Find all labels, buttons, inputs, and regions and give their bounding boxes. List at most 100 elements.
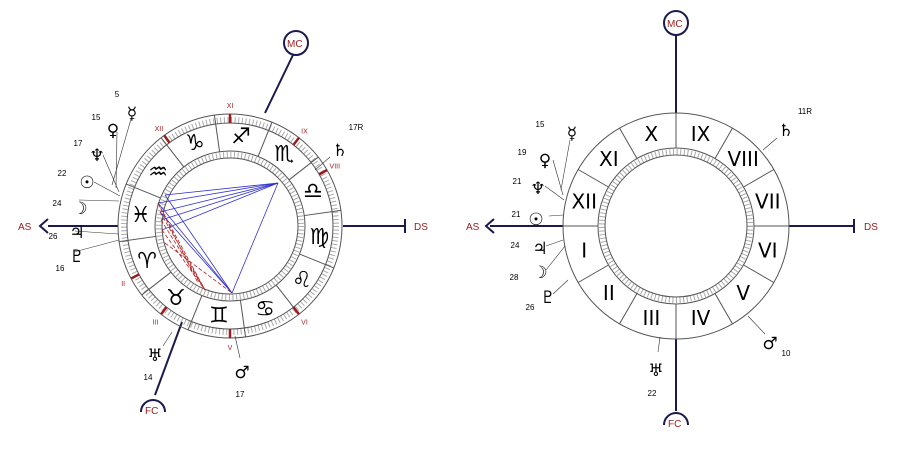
sign-divider	[187, 295, 203, 331]
sagittarius-icon: ♐	[231, 125, 251, 150]
venus-degree: 15	[92, 113, 101, 122]
aspect-line	[164, 242, 233, 294]
neptune-degree: 21	[513, 177, 522, 186]
aspect-line	[161, 229, 206, 291]
sign-divider	[299, 253, 335, 269]
house-cusp-marker	[292, 306, 300, 316]
sign-divider	[213, 115, 221, 152]
leader-line	[544, 185, 565, 201]
aspect-line	[157, 202, 199, 284]
leader-line	[552, 159, 564, 196]
leader-line	[314, 156, 331, 171]
virgo-icon: ♍	[309, 225, 329, 250]
venus-icon: ♀	[107, 121, 119, 141]
house-numeral: XI	[599, 147, 619, 171]
saturn-icon: ♄	[332, 141, 347, 161]
saturn-icon: ♄	[778, 121, 793, 141]
leo-icon: ♌	[292, 268, 312, 293]
house-numeral: XII	[571, 189, 597, 213]
saturn-degree: 17R	[349, 123, 364, 132]
aspect-line	[164, 194, 233, 294]
inner-tick-band	[156, 152, 304, 300]
house-dividers	[563, 113, 789, 339]
leader-line	[762, 137, 778, 151]
jupiter-icon: ♃	[532, 239, 547, 259]
sun-icon: ☉	[79, 173, 94, 193]
leader-line	[552, 279, 569, 295]
imum-coeli-axis-line	[154, 321, 183, 396]
house-numeral: V	[736, 281, 750, 305]
leader-line	[545, 239, 564, 247]
imum-coeli-arc-icon	[140, 399, 166, 413]
pluto-degree: 16	[56, 264, 65, 273]
sign-divider	[288, 156, 319, 181]
house-numeral: VII	[755, 189, 780, 213]
descendant-label: DS	[864, 222, 878, 233]
libra-icon: ♎	[303, 179, 323, 204]
inner-ring-inner	[161, 157, 299, 295]
mercury-icon: ☿	[567, 124, 577, 144]
neptune-icon: ♆	[530, 179, 545, 199]
aspect-line	[159, 211, 233, 294]
taurus-icon: ♉	[166, 286, 186, 311]
leader-line	[102, 154, 120, 193]
ascendant-label: AS	[18, 222, 32, 233]
neptune-degree: 17	[74, 139, 83, 148]
moon-degree: 28	[510, 273, 519, 282]
house-number-label: III	[153, 319, 159, 326]
mercury-degree: 15	[536, 120, 545, 129]
sun-icon: ☉	[528, 210, 543, 230]
inner-tick-band	[599, 149, 753, 303]
leader-line	[747, 315, 766, 335]
planet-leader-lines	[544, 137, 778, 353]
uranus-degree: 22	[648, 389, 657, 398]
aspect-lines	[157, 182, 279, 294]
house-cusp-marker	[160, 306, 168, 316]
house-divider	[743, 169, 775, 188]
sign-divider	[160, 137, 185, 168]
leader-line	[111, 118, 132, 186]
cancer-icon: ♋	[255, 297, 275, 322]
sign-divider	[304, 209, 341, 217]
leader-line	[234, 335, 241, 359]
aspect-line	[231, 182, 279, 294]
aspect-line	[159, 211, 206, 291]
descendant-label: DS	[414, 222, 428, 233]
aspect-line	[164, 182, 279, 196]
ascendant-label: AS	[466, 222, 480, 233]
saturn-degree: 11R	[798, 107, 812, 116]
house-numeral: II	[603, 281, 615, 305]
midheaven-label: MC	[667, 19, 683, 30]
house-number-label: II	[121, 281, 125, 288]
house-number-label: VI	[301, 319, 308, 326]
aspect-line	[157, 202, 206, 291]
ascendant-arrow-icon	[484, 218, 495, 234]
moon-degree: 24	[53, 199, 62, 208]
midheaven-circle-icon	[283, 30, 309, 56]
uranus-icon: ♅	[648, 361, 663, 381]
mars-icon: ♂	[762, 334, 777, 354]
pluto-icon: ♇	[69, 247, 84, 267]
house-number-label: XI	[227, 103, 234, 110]
house-divider	[714, 127, 733, 159]
house-divider	[577, 169, 609, 188]
scorpio-icon: ♏	[274, 142, 294, 167]
jupiter-icon: ♃	[69, 223, 84, 243]
midheaven-axis-line	[264, 54, 294, 114]
house-divider	[743, 264, 775, 283]
house-divider	[619, 293, 638, 325]
pluto-icon: ♇	[540, 288, 555, 308]
inner-ring-inner	[604, 154, 748, 298]
sign-divider	[239, 300, 247, 337]
jupiter-degree: 24	[511, 241, 520, 250]
house-number-label: XII	[155, 126, 164, 133]
house-ring-inner	[597, 147, 755, 305]
imum-coeli-label: FC	[145, 406, 158, 417]
leader-line	[162, 331, 173, 347]
sun-degree: 22	[58, 169, 67, 178]
aspect-line	[161, 182, 279, 231]
pisces-icon: ♓	[131, 203, 151, 228]
aspect-line	[160, 182, 279, 221]
